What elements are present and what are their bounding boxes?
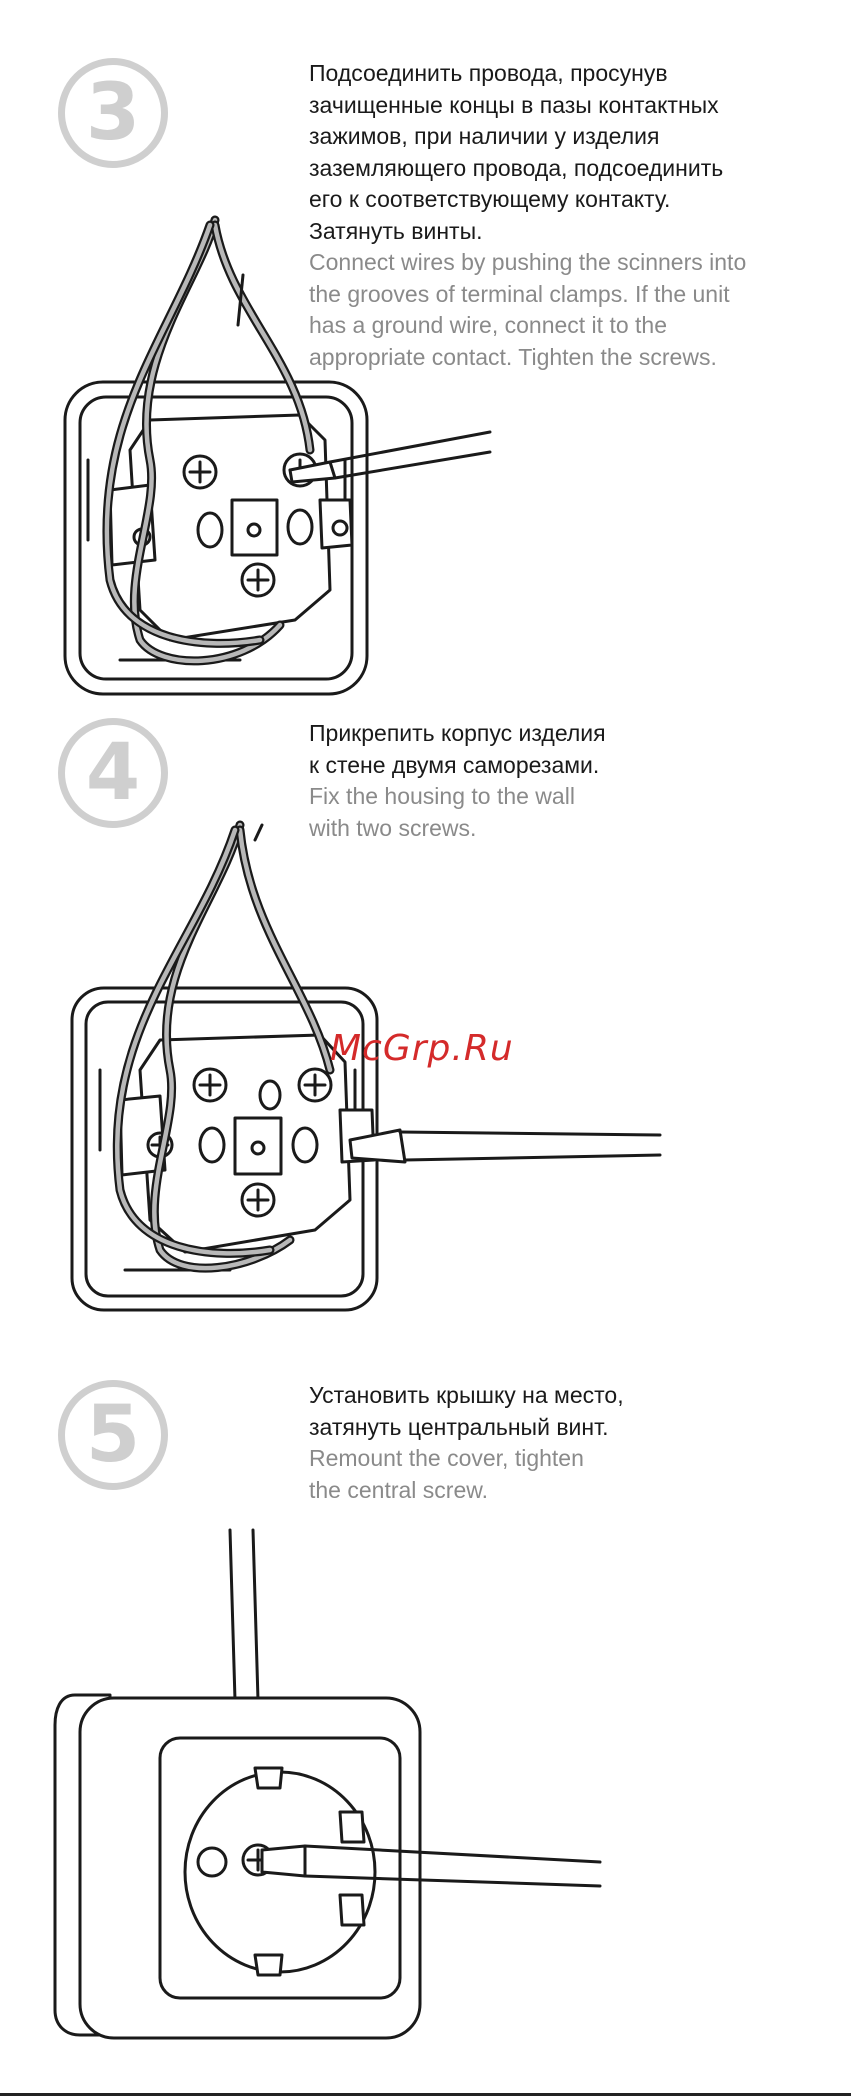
watermark: McGrp.Ru <box>330 1028 514 1069</box>
step-5-text: Установить крышку на место, затянуть цен… <box>309 1380 799 1506</box>
step-3-en-text: Connect wires by pushing the scinners in… <box>309 249 747 370</box>
step-5-number: 5 <box>58 1380 168 1490</box>
step-4-illustration <box>70 820 662 1312</box>
step-4-ru-text: Прикрепить корпус изделия к стене двумя … <box>309 720 606 778</box>
bottom-rule <box>0 2093 851 2096</box>
step-4-text: Прикрепить корпус изделия к стене двумя … <box>309 718 799 844</box>
wires <box>102 215 315 666</box>
screwdriver <box>288 430 492 484</box>
socket-mechanism <box>118 1033 376 1254</box>
screwdriver <box>260 1844 602 1888</box>
step-3-illustration <box>63 215 492 696</box>
socket-cover <box>53 1693 422 2040</box>
step-5-illustration <box>53 1528 602 2040</box>
step-3-number: 3 <box>58 58 168 168</box>
step-5-en-text: Remount the cover, tighten the central s… <box>309 1445 584 1503</box>
step-3-ru-text: Подсоединить провода, просунув зачищенны… <box>309 60 724 244</box>
terminal-screws <box>192 1067 333 1218</box>
wires <box>112 820 335 1273</box>
step-4-en-text: Fix the housing to the wall with two scr… <box>309 783 575 841</box>
screwdriver <box>348 1128 662 1164</box>
step-3-text: Подсоединить провода, просунув зачищенны… <box>309 58 799 373</box>
step-5-ru-text: Установить крышку на место, затянуть цен… <box>309 1382 624 1440</box>
cable <box>228 1528 260 1702</box>
step-4-number: 4 <box>58 718 168 828</box>
